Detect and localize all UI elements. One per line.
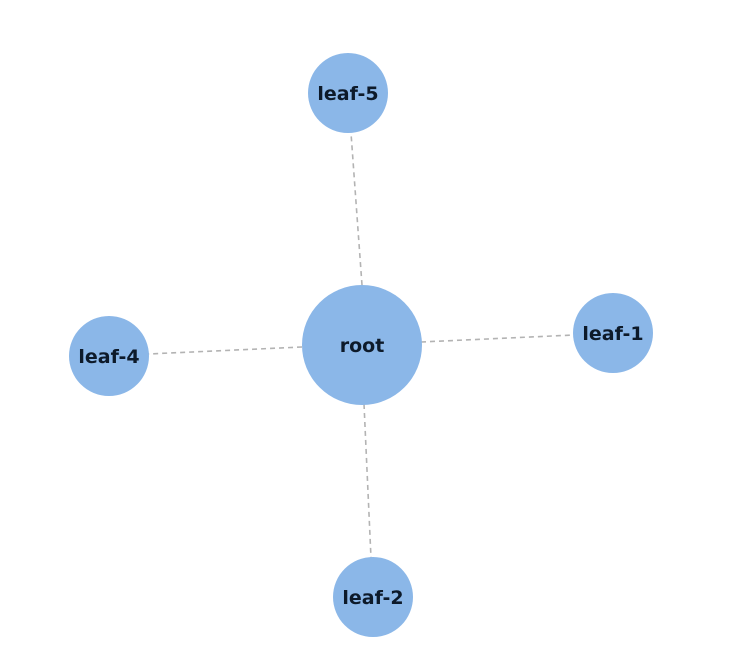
edge-root-leaf-2	[363, 403, 372, 559]
node-leaf-4[interactable]: leaf-4	[69, 316, 149, 396]
edge-layer	[147, 132, 575, 559]
node-leaf-5-label: leaf-5	[317, 83, 378, 105]
edge-root-leaf-1	[420, 334, 575, 343]
node-leaf-2-label: leaf-2	[342, 587, 403, 609]
node-leaf-2[interactable]: leaf-2	[333, 557, 413, 637]
edge-root-leaf-5	[350, 132, 363, 286]
node-leaf-4-label: leaf-4	[78, 346, 139, 368]
node-leaf-1-label: leaf-1	[582, 323, 643, 345]
node-leaf-1[interactable]: leaf-1	[573, 293, 653, 373]
node-leaf-5-circle[interactable]	[308, 53, 388, 133]
edge-root-leaf-4	[147, 346, 303, 355]
node-root-circle[interactable]	[302, 285, 422, 405]
node-root-label: root	[340, 335, 385, 357]
node-leaf-5[interactable]: leaf-5	[308, 53, 388, 133]
node-leaf-4-circle[interactable]	[69, 316, 149, 396]
node-leaf-1-circle[interactable]	[573, 293, 653, 373]
node-leaf-2-circle[interactable]	[333, 557, 413, 637]
node-root[interactable]: root	[302, 285, 422, 405]
